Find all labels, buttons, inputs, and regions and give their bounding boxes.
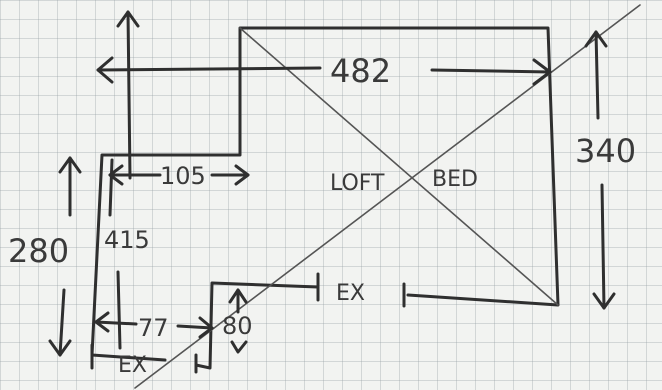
right-height-dimension — [584, 30, 616, 310]
room-name-loft: LOFT — [330, 171, 385, 196]
top-width-label: 482 — [330, 52, 391, 90]
diagonal-line-1 — [239, 27, 559, 306]
diagonal-line-2 — [134, 4, 641, 389]
exit-right-marks — [316, 272, 406, 308]
lower-height-label: 80 — [222, 312, 253, 340]
exit-right-label: EX — [336, 281, 365, 306]
inner-height-dimension — [108, 158, 122, 350]
left-height-dimension — [48, 156, 82, 357]
right-height-label: 340 — [575, 132, 636, 170]
lower-height-dimension — [228, 288, 248, 354]
left-height-label: 280 — [8, 232, 69, 270]
upper-step-dimension — [108, 164, 250, 186]
top-width-dimension — [96, 56, 552, 86]
lower-step-label: 77 — [138, 314, 169, 342]
exit-left-marks — [90, 343, 198, 374]
lower-step-dimension — [94, 311, 214, 339]
inner-height-label: 415 — [104, 226, 150, 254]
tall-vertical-arrow — [116, 10, 140, 180]
room-name-bed: BED — [432, 167, 478, 192]
exit-left-label: EX — [118, 353, 147, 378]
upper-step-label: 105 — [160, 162, 206, 190]
